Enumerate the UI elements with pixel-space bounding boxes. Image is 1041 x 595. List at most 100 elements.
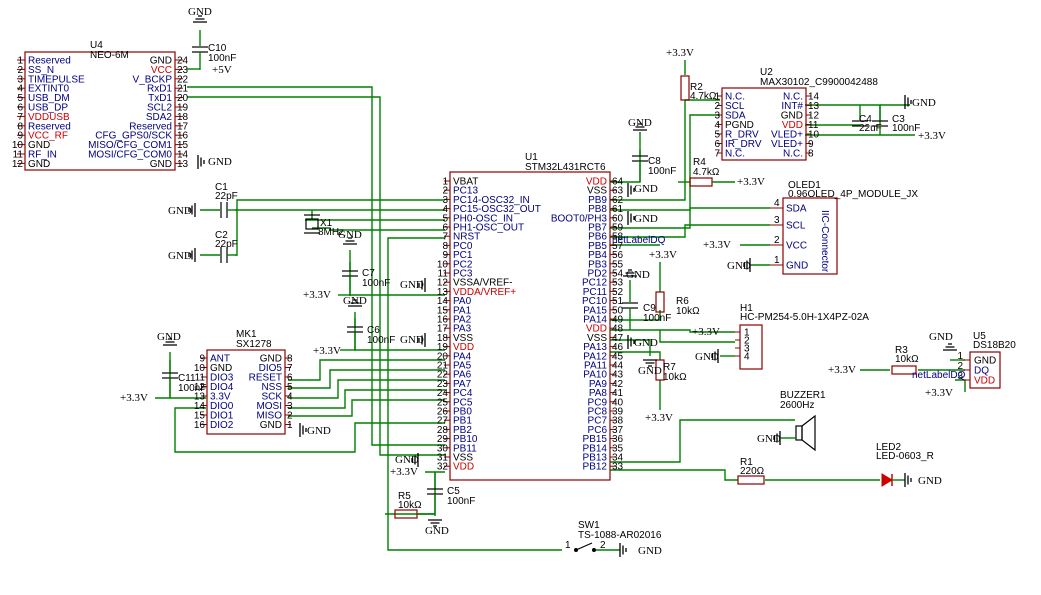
cap-c6: C6 100nF: [347, 312, 395, 350]
ground-symbol-icon: [418, 333, 426, 347]
pin-name: PC11: [583, 287, 608, 298]
pin-number: 13: [808, 101, 820, 112]
pin-name: VDD: [782, 120, 803, 131]
pin-name: PC6: [588, 425, 608, 436]
pin-number: 5: [714, 130, 720, 141]
gnd-label: GND: [400, 279, 424, 291]
crystal-x1: X1 8MHz: [304, 214, 344, 238]
pin-number: 8: [442, 241, 448, 252]
u2-ref: U2: [760, 67, 773, 78]
pin-name: PA0: [453, 296, 472, 307]
pin-number: 57: [612, 241, 624, 252]
v33-label: +3.3V: [120, 392, 148, 404]
gnd-label: GND: [634, 337, 658, 349]
v33-label: +3.3V: [666, 47, 694, 59]
pin-name: PB14: [583, 443, 608, 454]
pin-name: GND: [28, 140, 50, 151]
net-dq-mcu: netLabelDQ: [612, 235, 666, 246]
pin-number: 25: [437, 397, 449, 408]
pin-number: 19: [437, 342, 449, 353]
r3-ref: R3: [895, 345, 908, 356]
pin-name: PB7: [588, 223, 607, 234]
pin-name: GND: [260, 420, 282, 431]
pin-name: PB15: [583, 434, 608, 445]
pin-number: 26: [437, 407, 449, 418]
pin-number: 4: [774, 198, 780, 209]
mk1-name: SX1278: [236, 339, 272, 350]
r4-value: 4.7kΩ: [693, 167, 720, 178]
pin-number: 9: [808, 139, 814, 150]
cap-c8: C8 100nF: [632, 132, 676, 182]
pin-name: VSSA/VREF-: [453, 278, 512, 289]
mk1-sx1278: MK1 SX1278 ANT9GND10DIO311DIO4123.3V13DI…: [194, 329, 293, 435]
pin-number: 17: [437, 324, 449, 335]
resistors: R2 4.7kΩ R4 4.7kΩ R6 10kΩ R7 10kΩ R3 10k…: [394, 75, 919, 519]
res-r4: R4 4.7kΩ: [689, 157, 735, 187]
c4-ref: C4: [859, 114, 872, 125]
pin-name: VCC: [151, 65, 172, 76]
r5-value: 10kΩ: [398, 500, 422, 511]
pin-name: VCC_RF: [28, 131, 68, 142]
pin-name: R_DRV: [725, 130, 759, 141]
pin-number: 12: [194, 382, 206, 393]
pin-name: Reserved: [129, 121, 172, 132]
ground-symbol-icon: [188, 203, 196, 217]
r5-ref: R5: [398, 491, 411, 502]
pin-name: PC12: [582, 278, 607, 289]
ground-symbol-icon: [773, 431, 781, 445]
pin-name: VCC: [786, 241, 807, 252]
c11-ref: C11: [178, 373, 196, 384]
pin-name: PC14-OSC32_IN: [453, 195, 530, 206]
pin-name: PB8: [588, 204, 607, 215]
ground-symbol-icon: [711, 349, 719, 363]
pin-name: PB9: [588, 195, 607, 206]
pin-name: ANT: [210, 354, 230, 365]
pin-number: 15: [177, 140, 189, 151]
pin-name: TIMEPULSE: [28, 74, 85, 85]
c11-value: 100nF: [178, 383, 206, 394]
pin-name: PA12: [583, 351, 607, 362]
pin-name: USB_DM: [28, 93, 70, 104]
sw-value: TS-1088-AR02016: [578, 530, 662, 541]
pin-name: SDA: [725, 111, 746, 122]
gnd-label: GND: [634, 183, 658, 195]
c8-value: 100nF: [648, 166, 676, 177]
pin-number: 49: [612, 315, 624, 326]
u1-stm32: U1 STM32L431RCT6 VBAT1PC132PC14-OSC32_IN…: [437, 152, 624, 481]
pin-number: 4: [17, 84, 23, 95]
ground-symbol-icon: [348, 299, 362, 307]
pin-number: 6: [17, 103, 23, 114]
pin-number: 1: [714, 92, 720, 103]
pin-number: 3: [442, 195, 448, 206]
pin-number: 9: [17, 131, 23, 142]
ground-symbol-icon: [411, 453, 419, 467]
pin-name: PC5: [453, 397, 473, 408]
pin-name: PB11: [453, 443, 477, 454]
c2-ref: C2: [215, 230, 228, 241]
pin-number: 16: [437, 315, 449, 326]
v5-label: +5V: [212, 64, 232, 76]
gnd-label: GND: [157, 331, 181, 343]
pin-number: 24: [437, 388, 449, 399]
pin-number: 15: [437, 305, 449, 316]
pin-number: 10: [808, 130, 820, 141]
u4-name: NEO-6M: [90, 50, 129, 61]
res-r3: R3 10kΩ: [891, 345, 919, 375]
v33-label: +3.3V: [645, 412, 673, 424]
pin-number: 3: [774, 215, 780, 226]
pin-number: 10: [12, 140, 24, 151]
pin-number: 62: [612, 195, 624, 206]
pin-number: 48: [612, 324, 624, 335]
pin-name: PB5: [588, 241, 607, 252]
pin-name: VLED+: [771, 139, 803, 150]
r6-ref: R6: [676, 296, 689, 307]
pin-name: GND: [28, 159, 50, 170]
sw-pin1: 1: [565, 540, 571, 551]
res-r1: R1 220Ω: [737, 457, 765, 485]
r3-value: 10kΩ: [895, 354, 919, 365]
pin-name: PA11: [584, 361, 607, 372]
